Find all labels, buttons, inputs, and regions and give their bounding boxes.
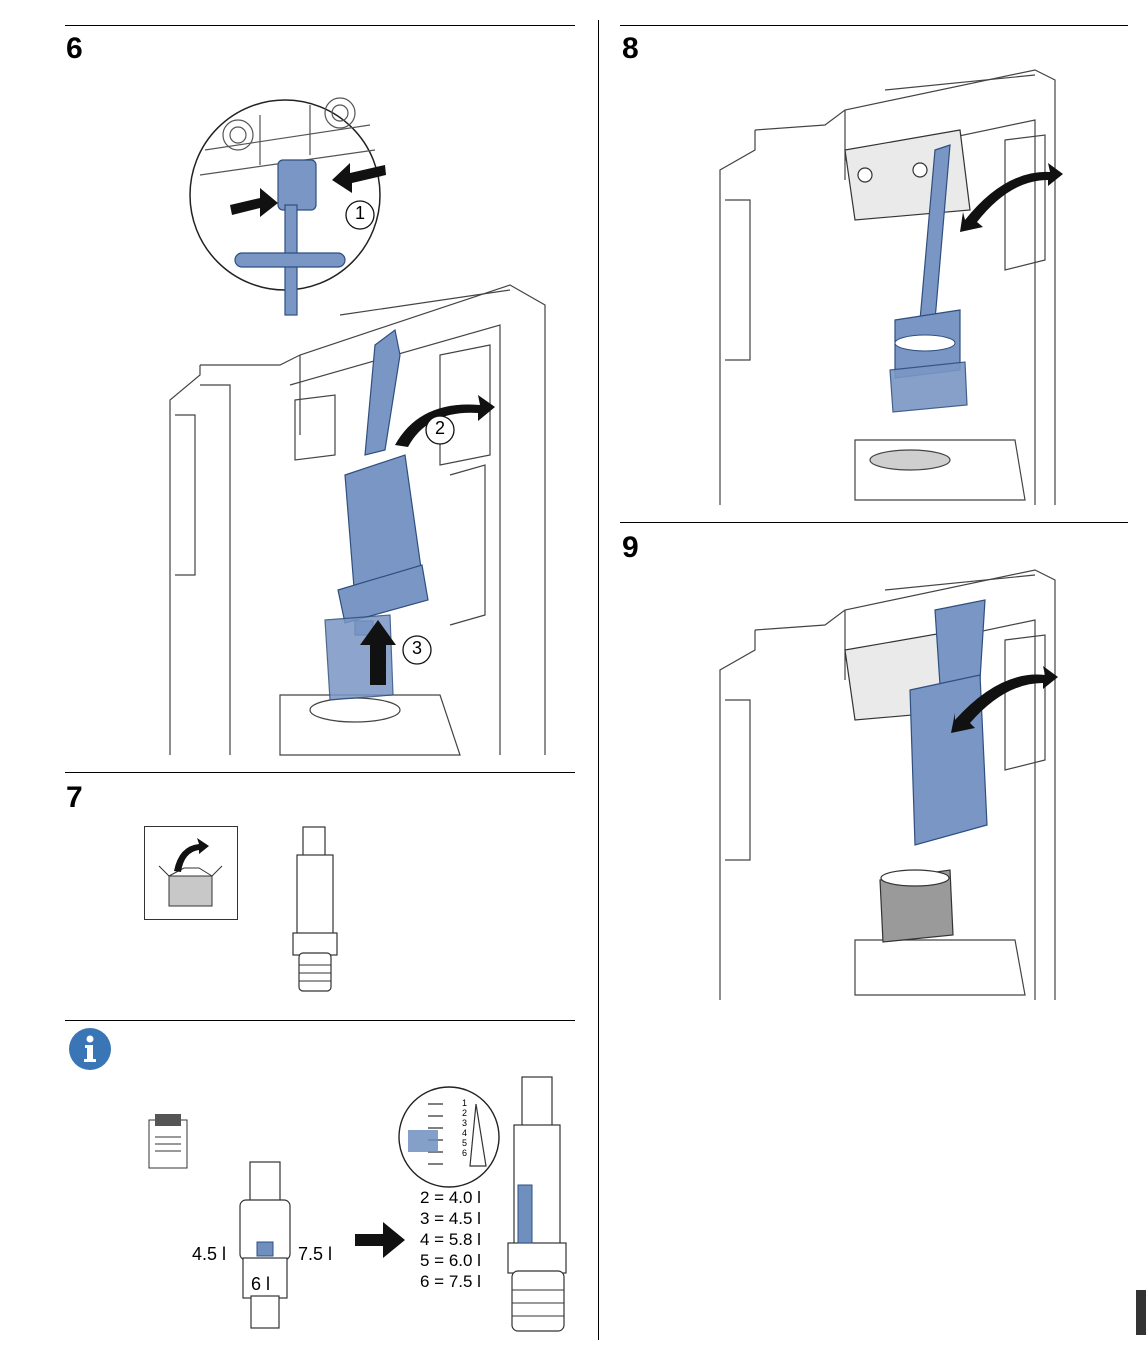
rule-step-9 [620, 522, 1128, 523]
scale-mark: 2 [462, 1108, 468, 1118]
volume-setting-5: 5 = 6.0 l [420, 1251, 481, 1270]
volume-setting-4: 4 = 5.8 l [420, 1230, 481, 1249]
scale-mark: 5 [462, 1138, 468, 1148]
right-arrow-icon [355, 1222, 405, 1258]
step-number-9: 9 [622, 531, 639, 564]
volume-label-right: 7.5 l [298, 1244, 333, 1264]
info-icon [69, 1028, 111, 1070]
column-divider [598, 20, 599, 1340]
step-9-illustration [719, 569, 1058, 1000]
scale-mark: 1 [462, 1098, 468, 1108]
volume-settings-list: 2 = 4.0 l 3 = 4.5 l 4 = 5.8 l 5 = 6.0 l … [420, 1187, 481, 1292]
rule-info [65, 1020, 575, 1021]
scale-mark: 3 [462, 1118, 468, 1128]
scale-mark: 4 [462, 1128, 468, 1138]
flush-valve-volume-drawing [239, 1161, 291, 1329]
step-6-illustration [169, 97, 546, 756]
callout-3: 3 [412, 638, 423, 658]
volume-setting-6: 6 = 7.5 l [420, 1272, 481, 1291]
callout-2: 2 [435, 418, 446, 438]
flush-valve-drawing [292, 826, 338, 992]
step-8-illustration [719, 69, 1063, 505]
page-edge-tab [1136, 1290, 1146, 1335]
scale-marks: 1 2 3 4 5 6 [462, 1098, 474, 1158]
scale-magnifier [398, 1086, 500, 1188]
flush-valve-scale-drawing [507, 1076, 567, 1332]
volume-setting-3: 3 = 4.5 l [420, 1209, 481, 1228]
rule-step-6 [65, 25, 575, 26]
step-number-8: 8 [622, 32, 639, 65]
volume-module-icon [148, 1114, 188, 1169]
open-box-icon [144, 826, 238, 920]
callout-1: 1 [355, 203, 366, 223]
step-number-7: 7 [66, 781, 83, 814]
scale-mark: 6 [462, 1148, 468, 1158]
rule-step-7 [65, 772, 575, 773]
rule-step-8 [620, 25, 1128, 26]
volume-setting-2: 2 = 4.0 l [420, 1188, 481, 1207]
step-number-6: 6 [66, 32, 83, 65]
volume-label-current: 6 l [251, 1274, 271, 1294]
volume-label-left: 4.5 l [192, 1244, 227, 1264]
